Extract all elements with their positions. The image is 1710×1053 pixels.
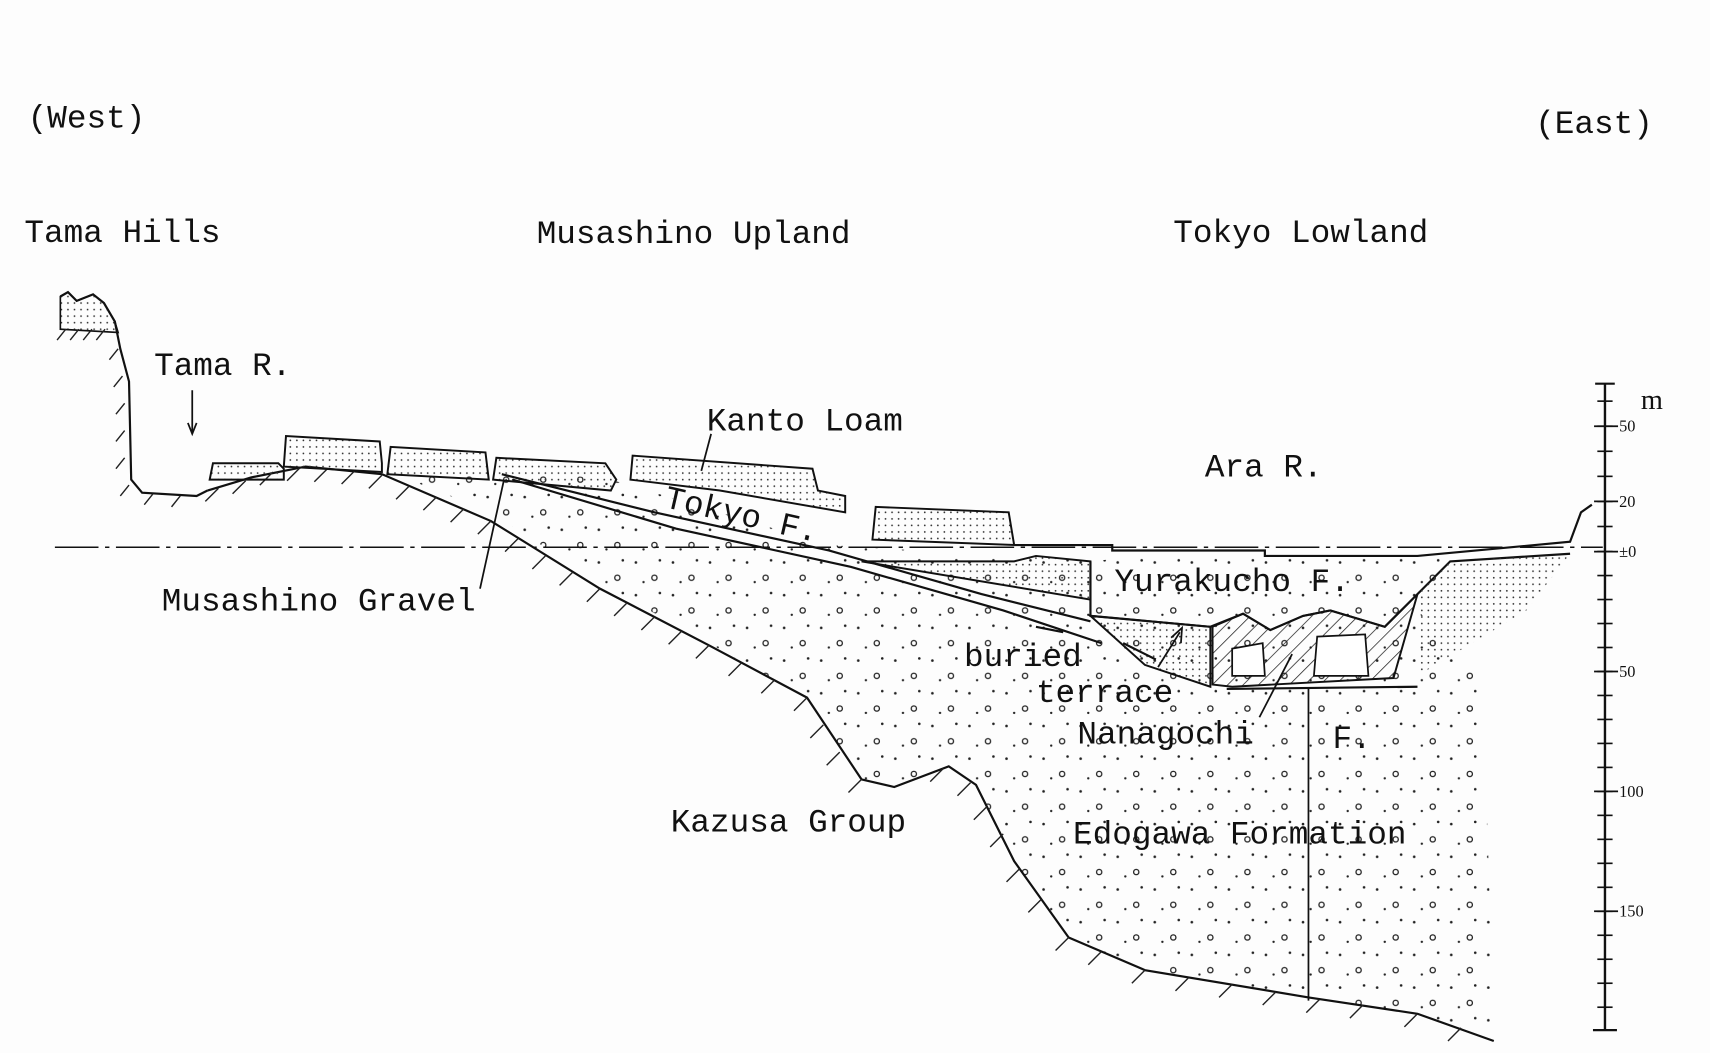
tokyo-formation-lines	[501, 473, 1157, 661]
kazusa-hatch	[204, 467, 1462, 1042]
terrace-label: terrace	[1036, 675, 1173, 712]
lowland-sandy	[1417, 553, 1571, 676]
scale-tick-label: ±0	[1619, 542, 1636, 561]
pointer-lines	[187, 390, 1310, 1001]
lowland-surface	[1014, 503, 1593, 558]
kanto-loam-label: Kanto Loam	[707, 404, 903, 441]
musashino-upland-label: Musashino Upland	[537, 216, 851, 253]
tama-hills-label: Tama Hills	[24, 215, 220, 252]
kazusa-group-boundary	[207, 465, 1495, 1043]
edogawa-formation-label: Edogawa Formation	[1073, 817, 1406, 854]
buried-label: buried	[964, 639, 1082, 676]
kazusa-group-label: Kazusa Group	[671, 805, 906, 842]
tokyo-lowland-label: Tokyo Lowland	[1173, 215, 1428, 252]
edogawa-formation-body	[381, 468, 1571, 1038]
tama-hills-strata	[59, 291, 120, 334]
west-label: (West)	[28, 101, 146, 138]
nanagochi-base	[1226, 685, 1418, 691]
musashino-gravel-label: Musashino Gravel	[162, 583, 476, 620]
scale-tick-label: 150	[1619, 902, 1644, 921]
tama-river-label: Tama R.	[154, 348, 291, 385]
nanagochi-gravel	[1231, 633, 1370, 677]
terrace-blocks	[208, 434, 1212, 689]
scale-tick-label: 50	[1619, 662, 1635, 681]
tama-hills-hatch	[56, 328, 181, 508]
scale-unit: m	[1641, 385, 1663, 416]
nanagochi-f-label: F.	[1332, 721, 1371, 758]
ara-river-label: Ara R.	[1205, 449, 1323, 486]
scale-tick-label: 20	[1619, 492, 1635, 511]
scale-tick-label: 100	[1619, 782, 1644, 801]
scale-tick-label: 50	[1619, 417, 1635, 436]
east-label: (East)	[1535, 106, 1653, 143]
elevation-scale: m 50 20 ±0 50 100 150	[1592, 382, 1663, 1032]
nanagochi-label: Nanagochi	[1077, 716, 1254, 753]
yurakucho-formation-label: Yurakucho F.	[1114, 564, 1349, 601]
